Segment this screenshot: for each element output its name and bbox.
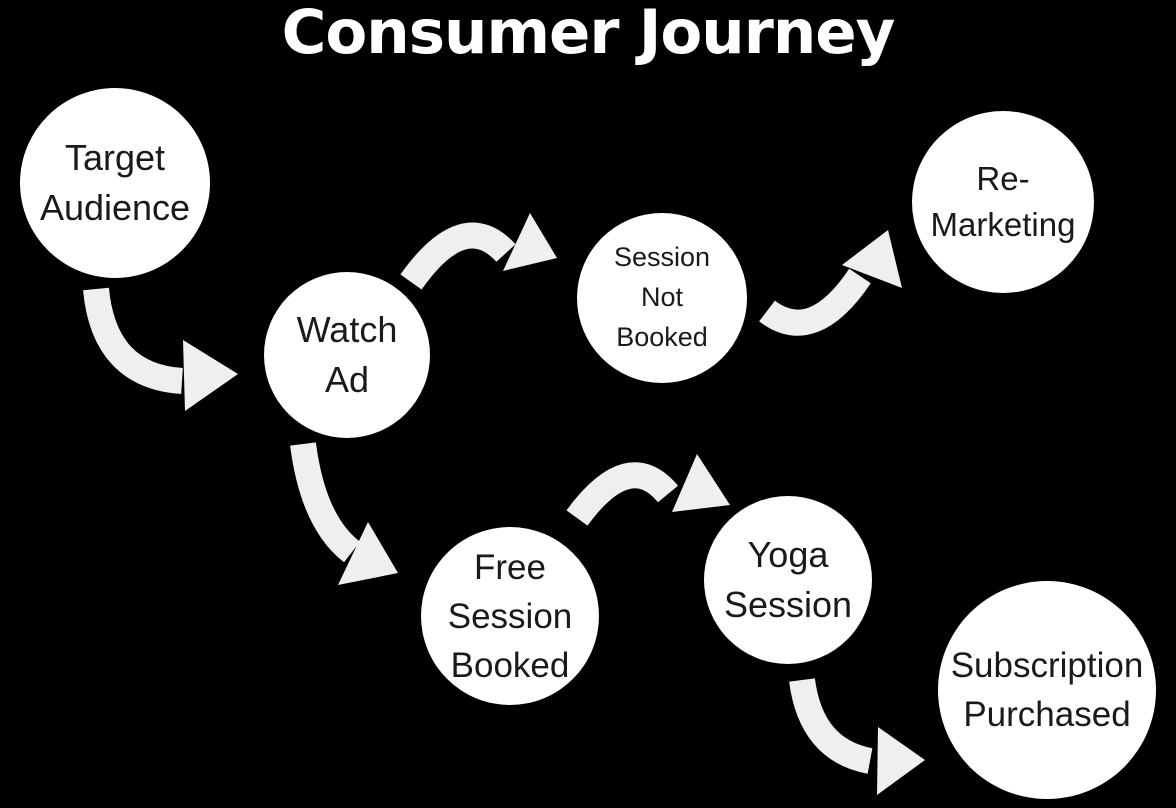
- arrowhead-icon: [183, 340, 238, 411]
- node-free-session-booked: Free Session Booked: [421, 527, 599, 705]
- arrow-curve: [400, 222, 516, 290]
- arrowhead-icon: [842, 230, 902, 288]
- arrow-free-session-booked-to-yoga-session: [566, 454, 730, 526]
- arrow-curve: [83, 287, 184, 394]
- arrow-curve: [789, 678, 873, 774]
- node-session-not-booked: Session Not Booked: [577, 213, 747, 383]
- arrow-watch-ad-to-session-not-booked: [400, 213, 557, 290]
- arrow-curve: [566, 462, 678, 526]
- diagram-title: Consumer Journey: [281, 0, 896, 68]
- node-re-marketing: Re- Marketing: [912, 111, 1094, 293]
- arrow-target-audience-to-watch-ad: [83, 287, 238, 411]
- arrowhead-icon: [672, 454, 730, 512]
- arrow-curve: [759, 268, 871, 336]
- node-target-audience: Target Audience: [20, 88, 210, 278]
- arrowhead-icon: [503, 213, 557, 271]
- arrow-curve: [290, 442, 361, 563]
- arrow-session-not-booked-to-re-marketing: [759, 230, 902, 336]
- node-watch-ad: Watch Ad: [264, 272, 430, 438]
- arrowhead-icon: [877, 727, 925, 795]
- arrowhead-icon: [338, 522, 398, 585]
- node-yoga-session: Yoga Session: [704, 496, 872, 664]
- arrow-watch-ad-to-free-session-booked: [290, 442, 398, 585]
- node-subscription-purchased: Subscription Purchased: [938, 581, 1156, 799]
- arrow-yoga-session-to-subscription-purchased: [789, 678, 925, 795]
